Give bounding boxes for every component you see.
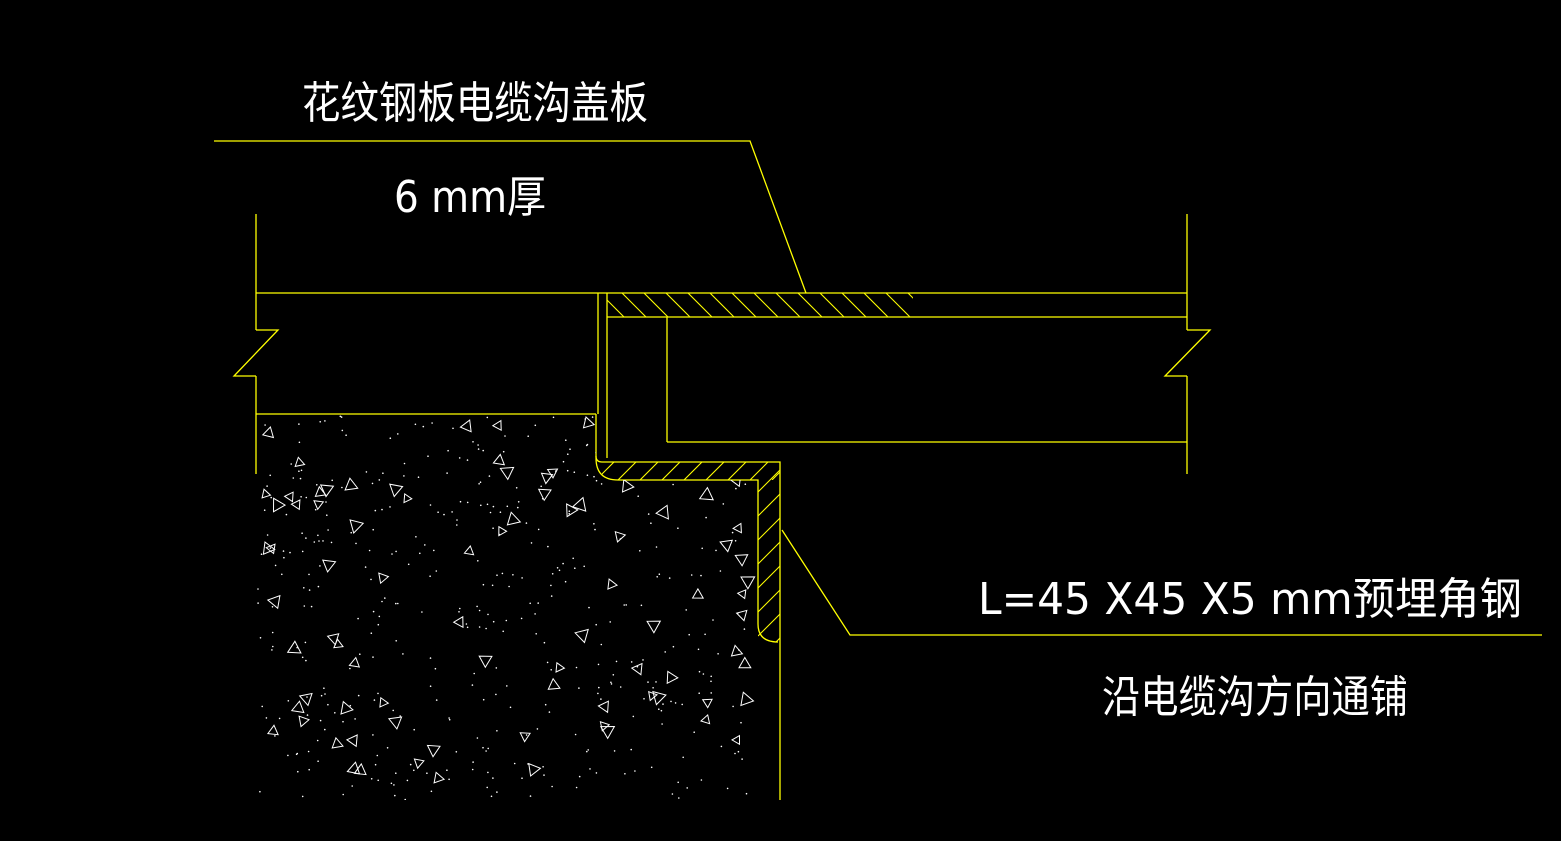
right-break-symbol — [1163, 329, 1212, 377]
cover-plate-hatch — [607, 293, 913, 317]
cover-plate-leader-line — [214, 140, 807, 294]
concrete-aggregate-fill — [257, 415, 756, 800]
angle-steel-leg-hatch — [758, 469, 780, 642]
cover-plate-thickness-label: 6 mm厚 — [394, 172, 546, 223]
angle-steel-leader-line — [781, 529, 1542, 636]
angle-steel-outline — [602, 461, 781, 800]
cover-plate-title-label: 花纹钢板电缆沟盖板 — [302, 78, 648, 129]
angle-steel-spec-label: L=45 X45 X5 mm预埋角钢 — [978, 574, 1522, 625]
left-break-symbol — [232, 329, 280, 377]
angle-steel-top-hatch — [602, 462, 780, 480]
angle-steel-corner — [595, 455, 603, 463]
angle-steel-note-label: 沿电缆沟方向通铺 — [1102, 672, 1408, 723]
